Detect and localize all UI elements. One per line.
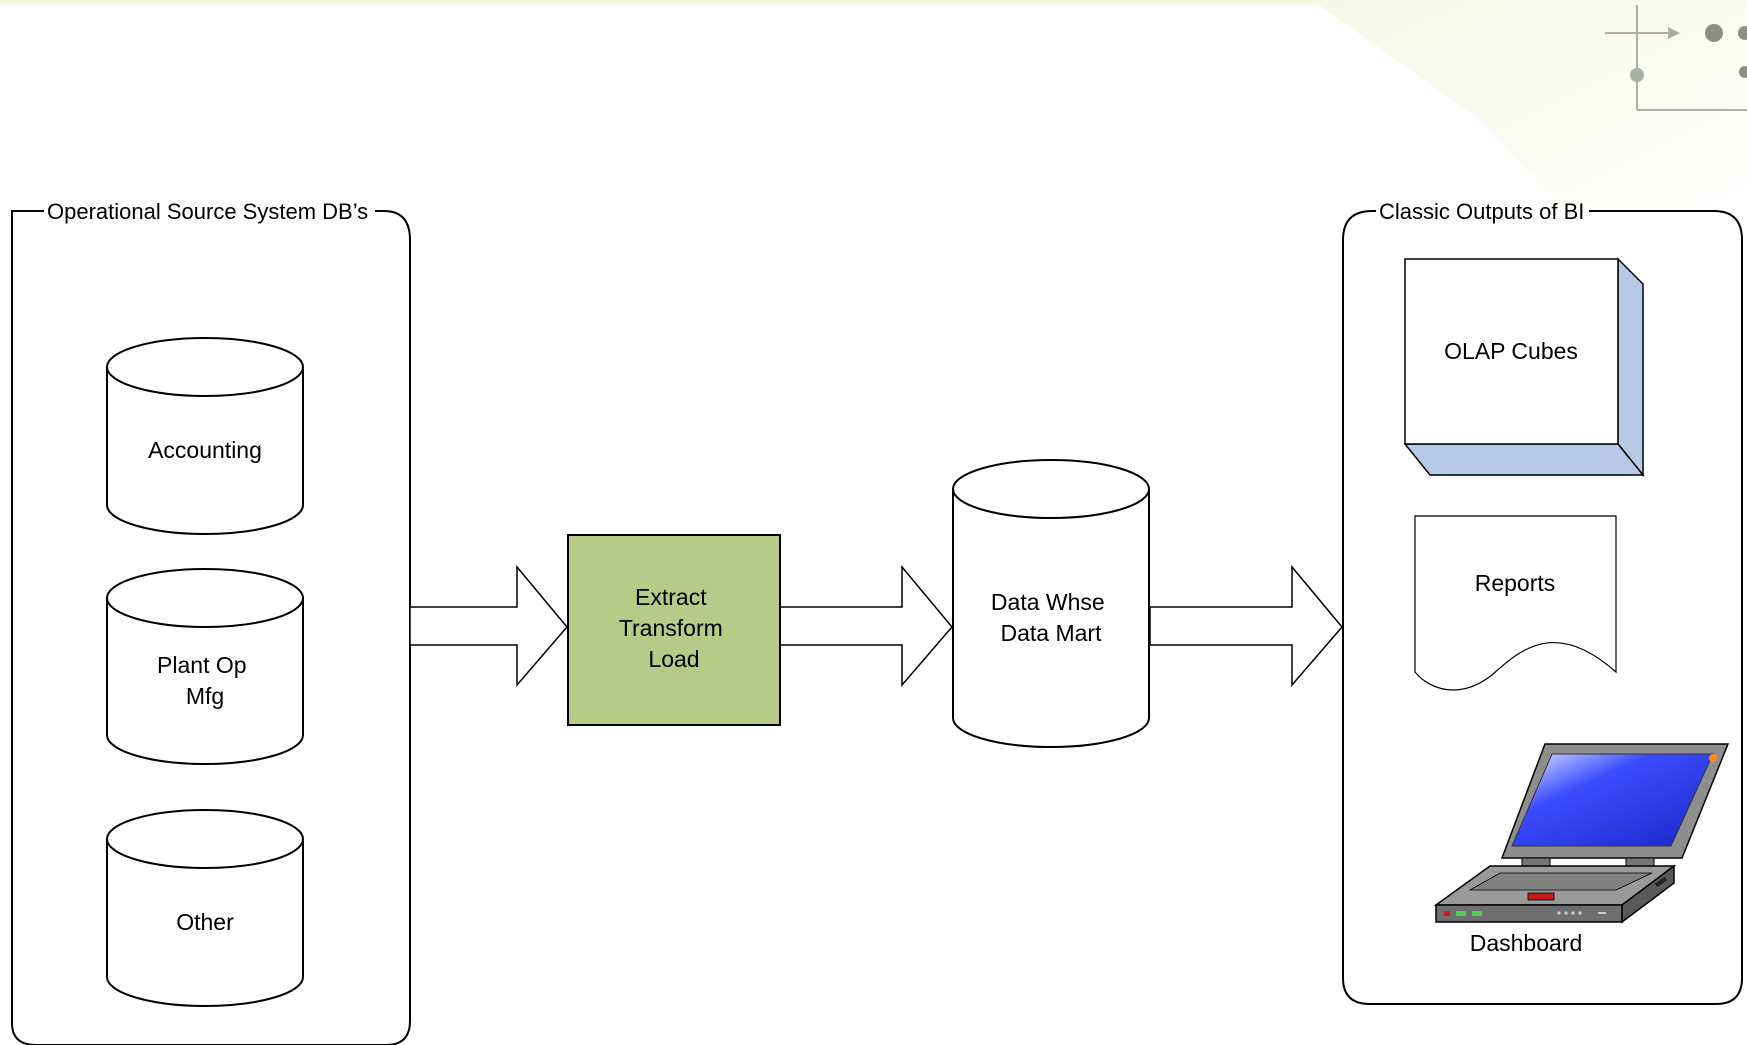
database-other[interactable]: Other [106, 809, 304, 1007]
source-group-frame [10, 210, 411, 1045]
cylinder-icon [106, 367, 304, 535]
outputs-group-frame [1342, 210, 1743, 1005]
cube-icon [1403, 257, 1645, 478]
database-label: Other [176, 909, 234, 935]
database-label: Accounting [148, 437, 262, 463]
flow-arrows [409, 564, 1343, 688]
warehouse-label: Data Whse Data Mart [991, 589, 1111, 646]
reports[interactable]: Reports [1414, 515, 1617, 691]
cylinder-icon [106, 598, 304, 765]
etl-box [567, 534, 781, 726]
dashboard[interactable]: Dashboard [1433, 743, 1730, 956]
database-accounting[interactable]: Accounting [106, 337, 304, 535]
cylinder-icon [952, 489, 1150, 748]
block-arrow-icon [1149, 564, 1343, 688]
source-group-title: Operational Source System DB’s [47, 199, 368, 224]
dashboard-label: Dashboard [1470, 930, 1583, 956]
document-icon [1414, 515, 1617, 691]
reports-label: Reports [1475, 570, 1556, 596]
etl-process[interactable]: Extract Transform Load [567, 534, 781, 726]
database-label: Plant Op Mfg [157, 652, 253, 709]
laptop-icon [1433, 743, 1730, 924]
database-plant-op-mfg[interactable]: Plant Op Mfg [106, 568, 304, 765]
circuit-decoration-icon [1605, 5, 1747, 111]
block-arrow-icon [779, 564, 953, 688]
data-warehouse[interactable]: Data Whse Data Mart [952, 459, 1150, 748]
bi-outputs-group: Classic Outputs of BI OLAP Cubes Reports [1342, 199, 1743, 1005]
cylinder-icon [106, 839, 304, 1007]
etl-label: Extract Transform Load [619, 584, 729, 672]
background-decoration [0, 0, 1747, 210]
olap-label: OLAP Cubes [1444, 338, 1578, 364]
block-arrow-icon [409, 564, 568, 688]
outputs-group-title: Classic Outputs of BI [1379, 199, 1584, 224]
source-systems-group: Operational Source System DB’s Accountin… [10, 199, 411, 1045]
olap-cubes[interactable]: OLAP Cubes [1403, 257, 1645, 478]
